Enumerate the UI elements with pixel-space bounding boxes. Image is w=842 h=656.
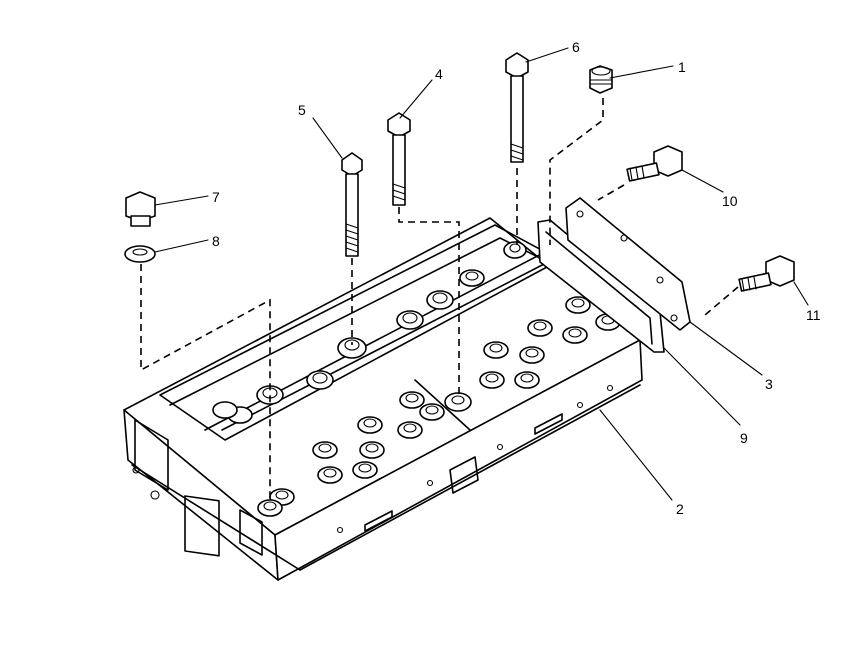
plug-1 bbox=[589, 65, 613, 94]
bolt-11 bbox=[738, 255, 795, 292]
plug-7 bbox=[125, 191, 156, 227]
valve-pockets bbox=[212, 241, 621, 517]
bolt-10 bbox=[626, 145, 683, 182]
washer-8 bbox=[124, 245, 156, 263]
callout-10: 10 bbox=[722, 193, 738, 209]
callout-6: 6 bbox=[572, 39, 580, 55]
leader-lines bbox=[154, 47, 809, 501]
callout-1: 1 bbox=[678, 59, 686, 75]
callout-9: 9 bbox=[740, 430, 748, 446]
callout-4: 4 bbox=[435, 66, 443, 82]
callout-7: 7 bbox=[212, 189, 220, 205]
assembly-lines bbox=[140, 98, 739, 500]
bolt-4 bbox=[387, 112, 411, 206]
bolt-6 bbox=[505, 52, 529, 163]
bolt-5 bbox=[341, 152, 363, 257]
callout-11: 11 bbox=[806, 307, 821, 323]
callout-5: 5 bbox=[298, 102, 306, 118]
callout-2: 2 bbox=[676, 501, 684, 517]
callout-8: 8 bbox=[212, 233, 220, 249]
callout-3: 3 bbox=[765, 376, 773, 392]
cylinder-head bbox=[123, 217, 643, 581]
